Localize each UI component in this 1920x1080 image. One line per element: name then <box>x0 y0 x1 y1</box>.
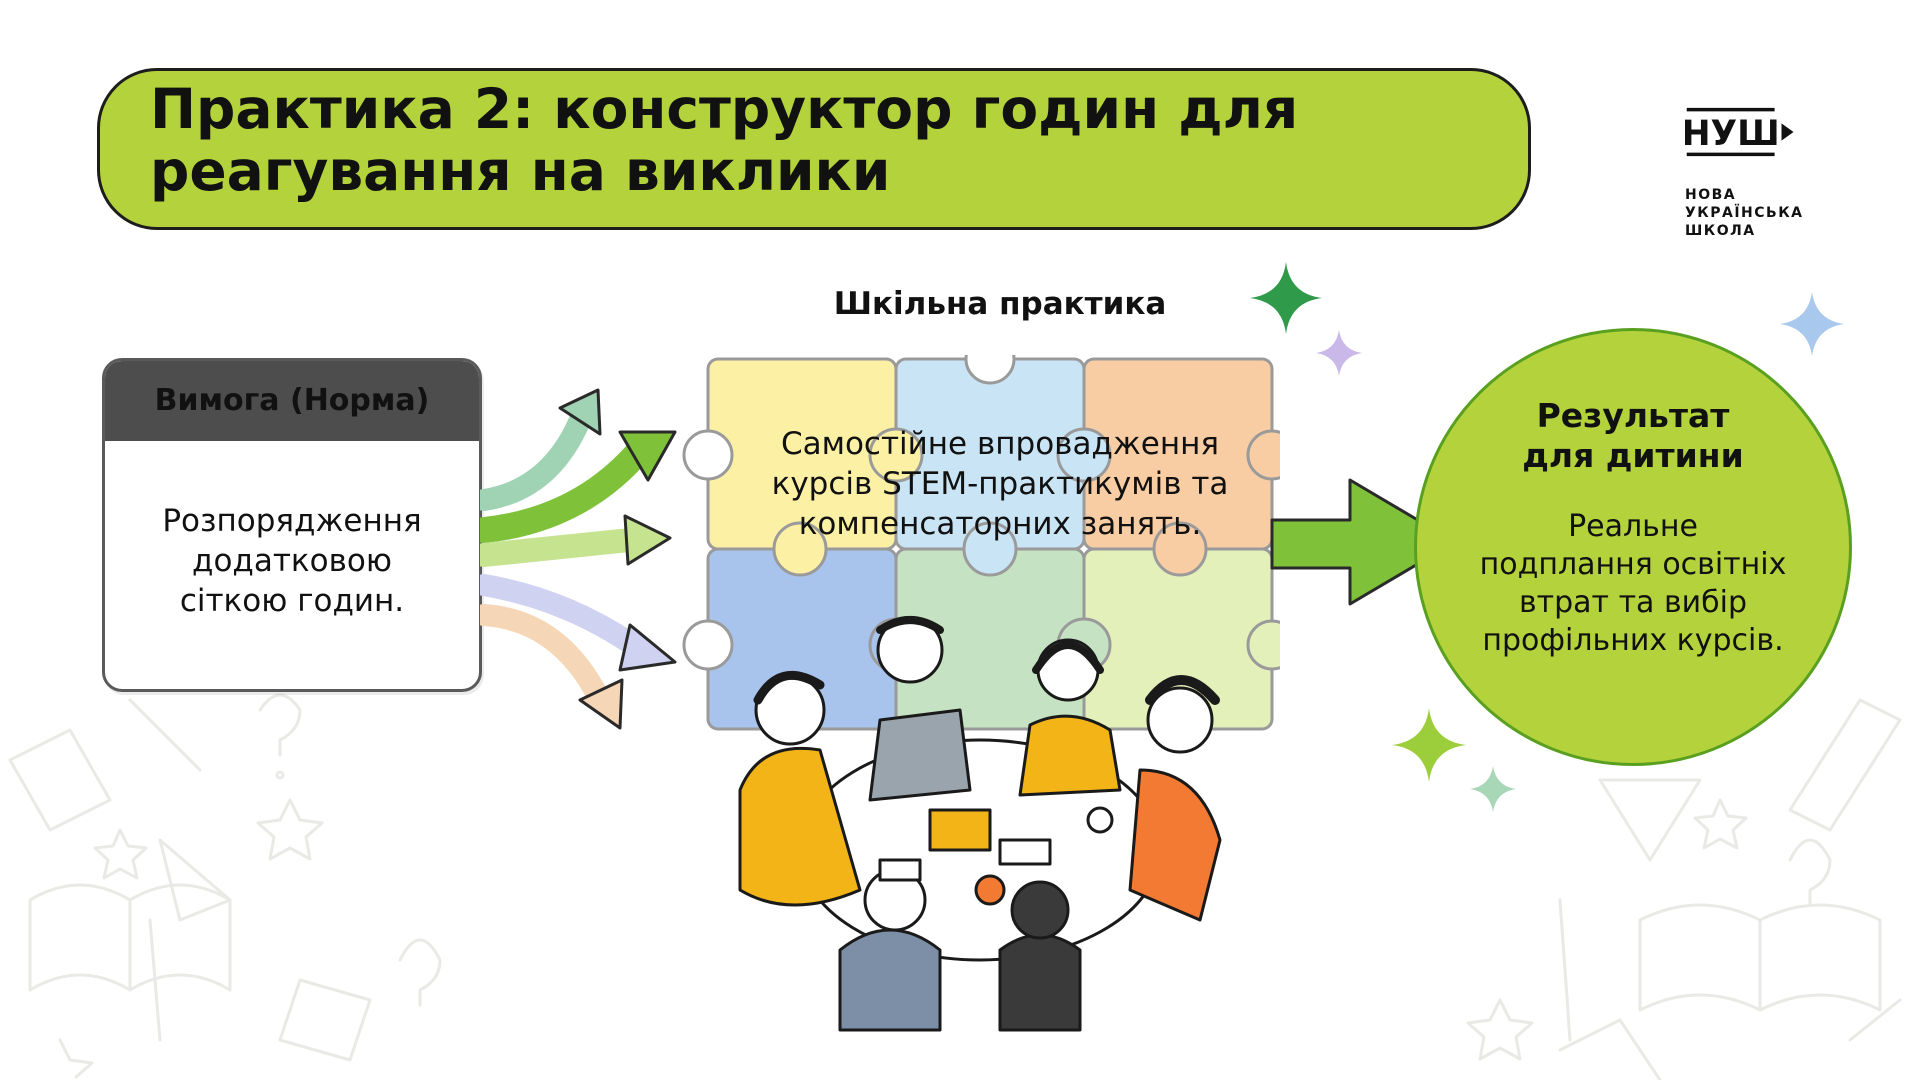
requirement-card: Вимога (Норма) Розпорядження додатковою … <box>102 358 482 692</box>
logo-mark-text: НУШ <box>1685 114 1780 154</box>
requirement-card-header <box>105 361 479 441</box>
arrow-icon <box>480 430 677 543</box>
practice-line1: Самостійне впровадження <box>780 426 1220 462</box>
requirement-line2: додатковою <box>192 543 392 579</box>
result-line4: профільних курсів. <box>1482 623 1784 658</box>
result-line2: подплання освітніх <box>1479 547 1787 582</box>
arrow-icon <box>480 388 602 511</box>
result-circle <box>1414 328 1852 766</box>
result-arrow <box>1270 478 1457 606</box>
sparkle-icon <box>1780 292 1844 356</box>
result-title-line1: Результат <box>1536 396 1730 435</box>
practice-line3: компенсаторних занять. <box>798 506 1202 542</box>
page-title-line2: реагування на виклики <box>150 139 891 203</box>
page-title-line1: Практика 2: конструктор годин для <box>150 77 1299 141</box>
sparkle-icon <box>1470 766 1516 812</box>
puzzle-illustration <box>682 355 1280 731</box>
nush-logo: НУШ НОВА УКРАЇНСЬКА ШКОЛА <box>1685 104 1815 254</box>
arrow-icon <box>1270 478 1457 606</box>
sparkle-icon <box>1316 330 1362 376</box>
logo-sub-line3: ШКОЛА <box>1685 223 1756 239</box>
logo-mark: НУШ <box>1685 107 1794 157</box>
result-line1: Реальне <box>1568 509 1698 544</box>
logo-sub-line2: УКРАЇНСЬКА <box>1685 205 1804 221</box>
arrow-icon <box>480 604 624 730</box>
practice-text: Самостійне впровадження курсів STEM-прак… <box>720 424 1280 544</box>
sparkle-icon <box>1392 708 1466 782</box>
practice-label: Шкільна практика <box>833 286 1167 322</box>
requirement-line3: сіткою годин. <box>179 583 405 619</box>
result-title: Результат для дитини <box>1450 396 1816 476</box>
requirement-card-title: Вимога (Норма) <box>154 383 430 418</box>
result-line3: втрат та вибір <box>1518 585 1748 620</box>
result-title-line2: для дитини <box>1522 436 1744 475</box>
requirement-card-text: Розпорядження додатковою сіткою годин. <box>115 501 469 621</box>
result-text: Реальне подплання освітніх втрат та вибі… <box>1440 508 1826 660</box>
page-title: Практика 2: конструктор годин для реагув… <box>150 78 1450 202</box>
logo-sub-line1: НОВА <box>1685 187 1737 203</box>
logo-arrow-icon <box>1781 123 1794 141</box>
practice-line2: курсів STEM-практикумів та <box>771 466 1229 502</box>
arrow-icon <box>480 514 672 567</box>
requirement-line1: Розпорядження <box>162 503 422 539</box>
fan-arrows <box>480 388 677 730</box>
sparkle-icon <box>1250 262 1322 334</box>
team-meeting-illustration <box>738 616 1222 1032</box>
title-bar <box>97 68 1531 230</box>
arrow-icon <box>480 574 677 672</box>
logo-subtitle: НОВА УКРАЇНСЬКА ШКОЛА <box>1685 186 1825 240</box>
